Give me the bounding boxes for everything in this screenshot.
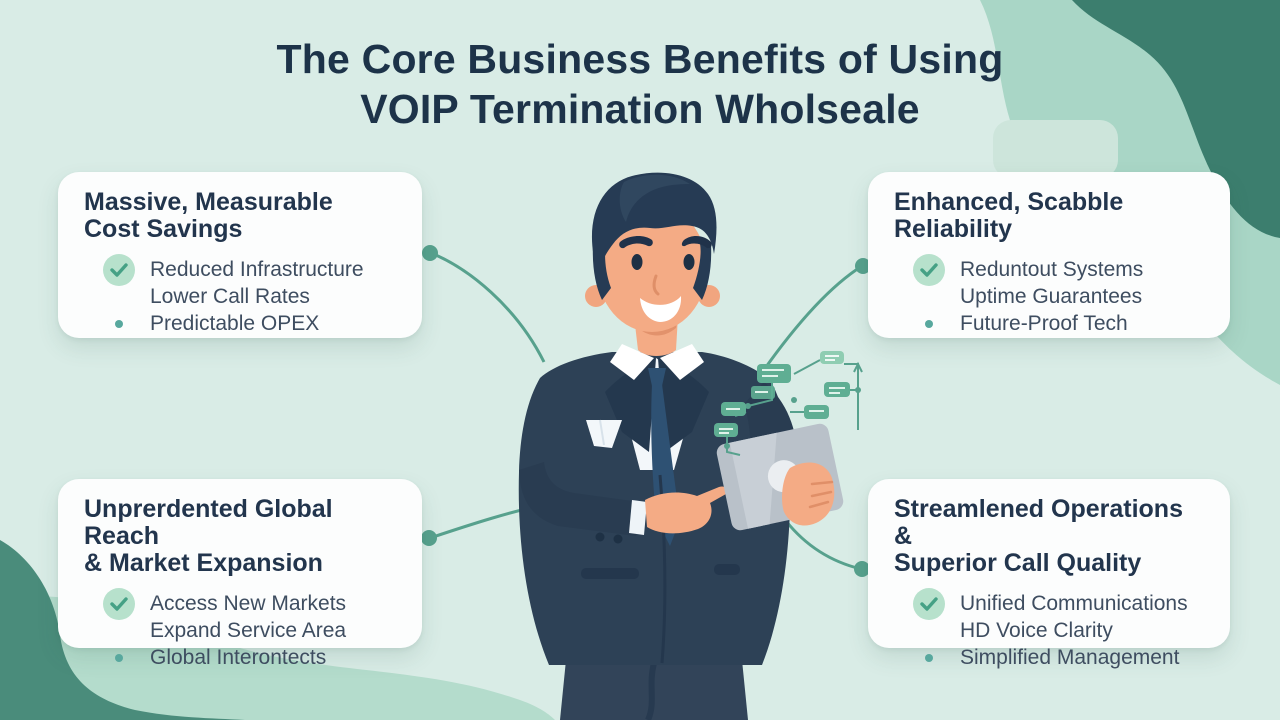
eyebrow — [681, 236, 712, 249]
benefit-list: Reduntout Systems Uptime Guarantees Futu… — [913, 253, 1206, 337]
eye — [683, 254, 695, 270]
check-icon — [913, 587, 945, 620]
pocket-square — [586, 419, 622, 448]
lapel-left — [605, 358, 656, 452]
list-item: Simplified Management — [913, 644, 1206, 671]
chat-node-icon — [824, 382, 850, 397]
bullet-dot-icon — [925, 653, 933, 662]
jacket-pocket-right — [714, 564, 740, 575]
list-item: Unified Communications — [913, 587, 1206, 620]
check-icon — [103, 253, 135, 286]
check-icon — [913, 253, 945, 286]
bullet-dot-icon — [115, 319, 123, 328]
chat-node-icon — [751, 386, 775, 399]
benefit-card-cost-savings: Massive, Measurable Cost Savings Reduced… — [58, 172, 422, 338]
list-item: Global Interontects — [103, 644, 398, 671]
hair-quiff — [619, 174, 690, 222]
eyebrow — [619, 236, 653, 249]
page-title-line2: VOIP Termination Wholseale — [360, 86, 920, 133]
connector-lines — [429, 251, 863, 571]
connector-dot-icon — [855, 258, 871, 274]
list-item: Lower Call Rates — [150, 285, 310, 308]
chat-network-nodes — [714, 351, 863, 456]
card-title: Streamlened Operations & Superior Call Q… — [894, 495, 1183, 577]
bullet-dot-icon — [115, 653, 123, 662]
chat-node-icon — [820, 351, 844, 364]
card-title: Enhanced, Scabble Reliability — [894, 188, 1124, 243]
chat-node-icon — [757, 364, 791, 383]
benefit-list: Access New Markets Expand Service Area G… — [103, 587, 398, 671]
shirt-cuff — [629, 500, 647, 535]
jacket-button — [595, 532, 605, 542]
eye — [631, 254, 643, 270]
chat-node-icon — [714, 423, 738, 437]
connector-dot-icon — [421, 530, 437, 546]
list-item: Uptime Guarantees — [960, 285, 1143, 308]
chat-node-icon — [721, 402, 746, 416]
sideburn — [693, 244, 712, 300]
sideburn — [592, 244, 611, 300]
pointing-hand — [645, 486, 728, 534]
blob-soft-rect-top-right — [993, 120, 1118, 178]
connector-dot-icon — [422, 245, 438, 261]
list-item: HD Voice Clarity — [960, 619, 1113, 642]
holding-hand — [782, 462, 835, 526]
benefit-list: Unified Communications HD Voice Clarity … — [913, 587, 1206, 671]
connector-dot-icon — [854, 561, 870, 577]
list-item: Future-Proof Tech — [913, 310, 1206, 337]
jacket-pocket-left — [581, 568, 639, 579]
check-icon — [103, 587, 135, 620]
connector-bottom-right — [784, 520, 862, 571]
list-item: Predictable OPEX — [103, 310, 398, 337]
nose — [652, 274, 660, 296]
card-title: Unprerdented Global Reach & Market Expan… — [84, 495, 333, 577]
businessman-illustration — [518, 172, 844, 720]
benefit-card-reliability: Enhanced, Scabble Reliability Reduntout … — [868, 172, 1230, 338]
benefit-card-operations: Streamlened Operations & Superior Call Q… — [868, 479, 1230, 669]
lapel-right — [658, 358, 709, 452]
smile — [640, 296, 682, 322]
card-title: Massive, Measurable Cost Savings — [84, 188, 333, 243]
list-item: Expand Service Area — [150, 619, 347, 642]
chat-node-icon — [804, 405, 829, 419]
bullet-dot-icon — [925, 319, 933, 328]
blob-dark-teal-top-right — [1072, 0, 1280, 238]
list-item: Access New Markets — [103, 587, 398, 620]
connector-dots — [421, 245, 871, 577]
pants — [560, 660, 748, 720]
head — [585, 172, 720, 332]
blob-teal-bottom-left — [0, 540, 245, 720]
benefit-card-global-reach: Unprerdented Global Reach & Market Expan… — [58, 479, 422, 669]
jacket-button — [613, 534, 623, 544]
benefit-list: Reduced Infrastructure Lower Call Rates … — [103, 253, 398, 337]
page-title-line1: The Core Business Benefits of Using — [276, 36, 1004, 82]
connector-top-left — [430, 251, 546, 363]
list-item: Reduced Infrastructure — [103, 253, 398, 286]
list-item: Reduntout Systems — [913, 253, 1206, 286]
page-title: The Core Business Benefits of Using VOIP… — [0, 34, 1280, 134]
pointing-arm — [519, 462, 728, 536]
